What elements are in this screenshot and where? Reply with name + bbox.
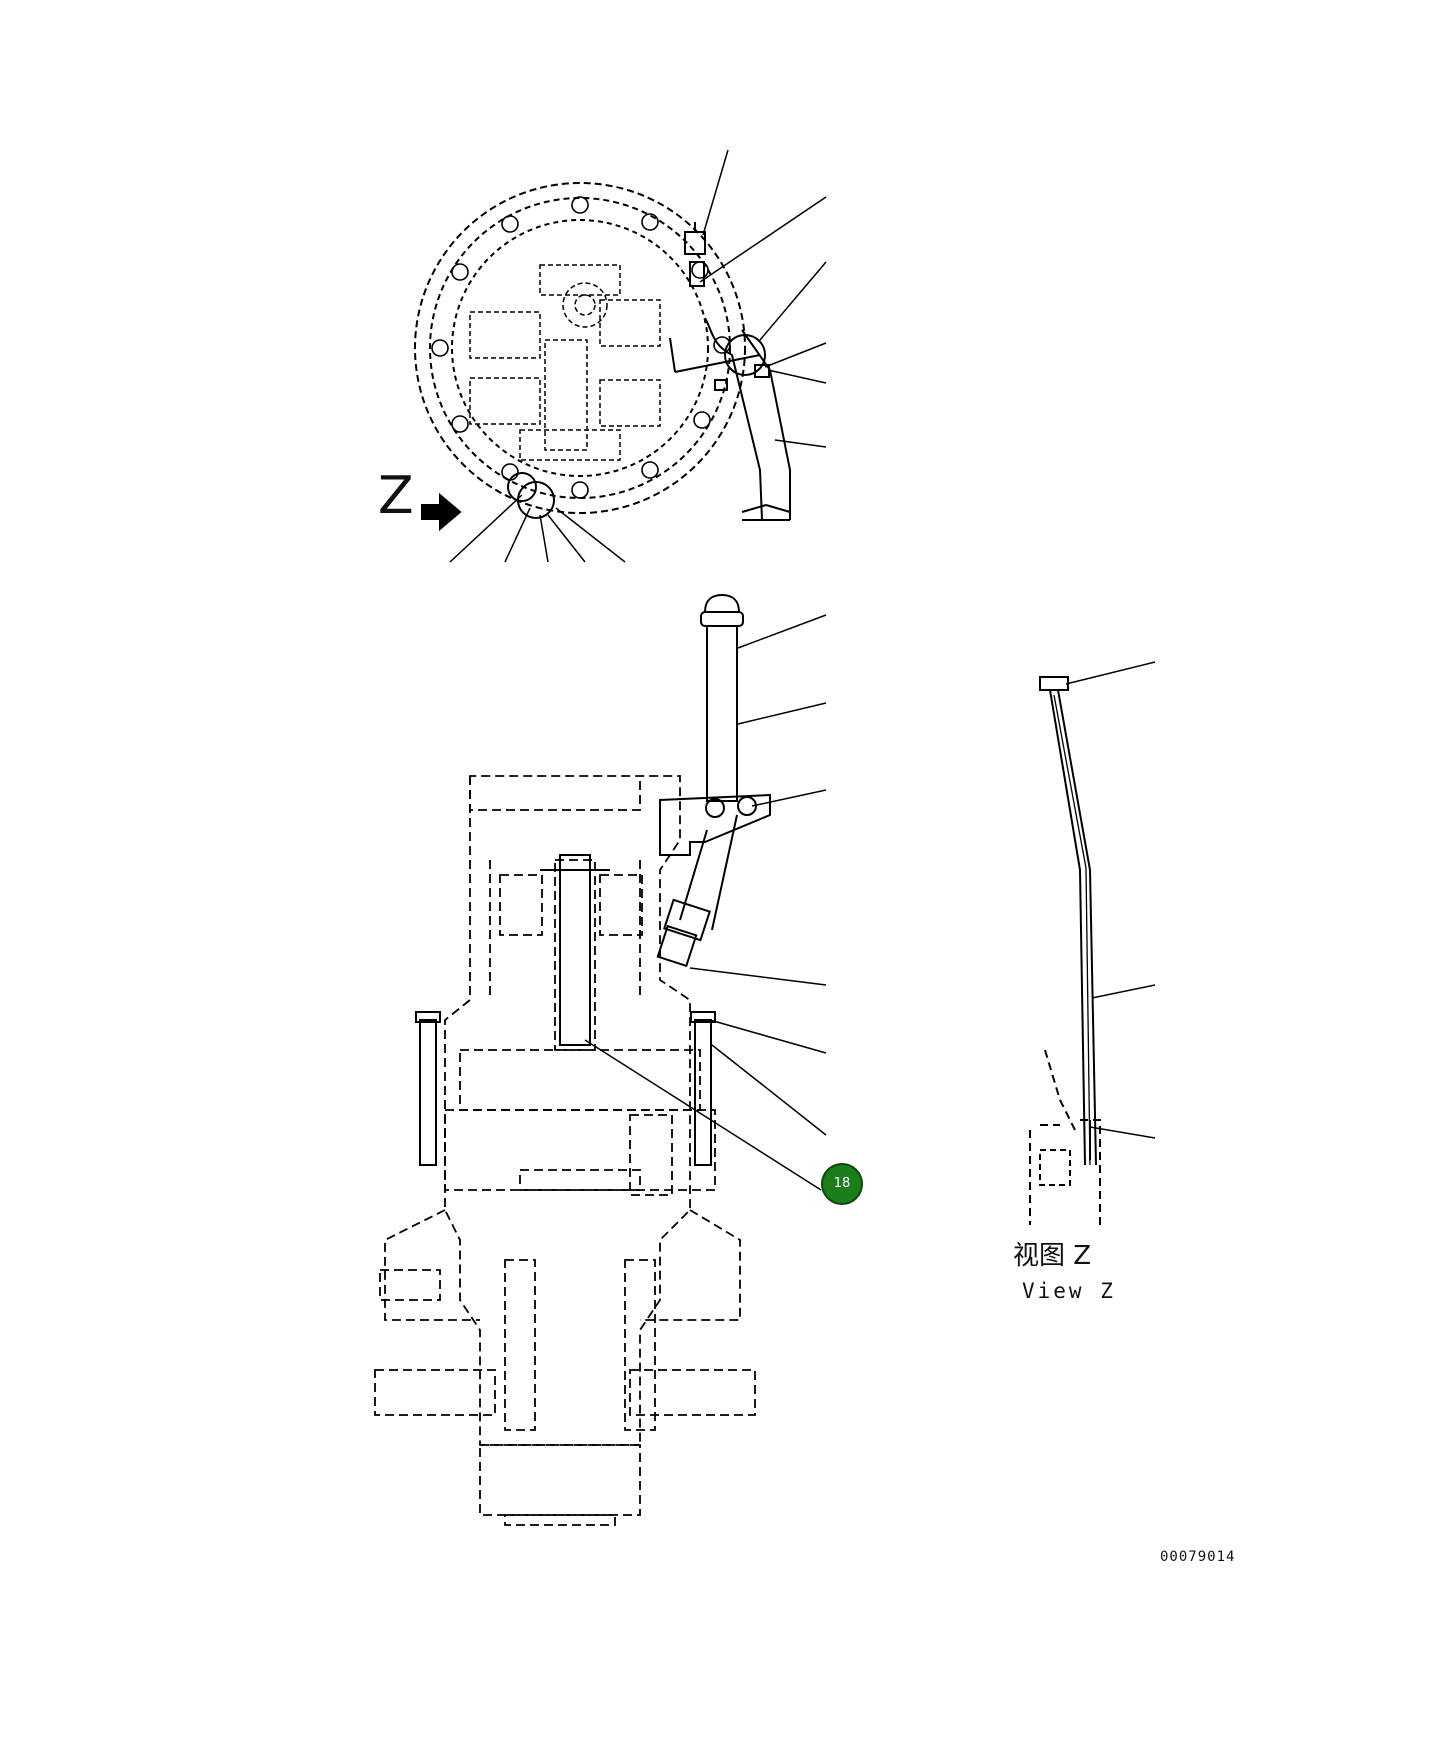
side-view-motor [374, 775, 756, 1526]
tie-bolts [415, 1011, 716, 1166]
view-z-label-en: View Z [1022, 1279, 1116, 1303]
right-arrow-icon [421, 492, 462, 532]
dipstick-assembly [656, 593, 771, 968]
view-z-letter: Z [378, 466, 414, 526]
view-z-detail [1029, 676, 1101, 1225]
part-callout-18[interactable]: 18 [821, 1163, 863, 1205]
top-view-motor [414, 149, 827, 563]
center-shaft [540, 854, 610, 1046]
view-z-label-cn: 视图 Z [1013, 1241, 1092, 1271]
drawing-number: 00079014 [1160, 1549, 1236, 1565]
